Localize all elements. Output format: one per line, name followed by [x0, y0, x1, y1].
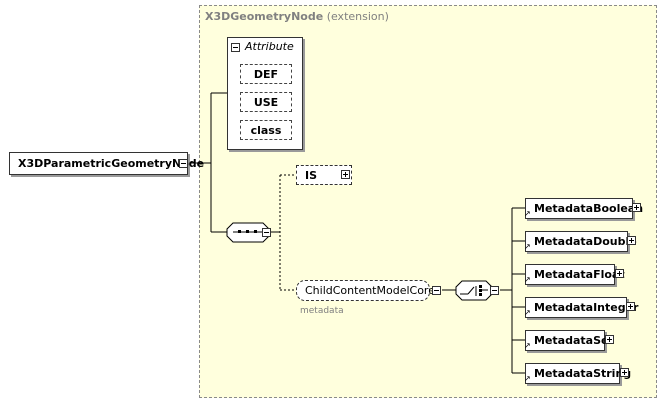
reference-arrow-icon: ↗	[524, 308, 531, 317]
root-collapse-toggle[interactable]	[179, 159, 188, 168]
root-element-node[interactable]: X3DParametricGeometryNode	[9, 152, 204, 175]
metadata-double-expand-toggle[interactable]	[627, 236, 636, 245]
attribute-use[interactable]: USE	[240, 92, 292, 112]
extension-title: X3DGeometryNode (extension)	[205, 10, 389, 23]
is-element-node[interactable]: IS	[296, 165, 352, 185]
choice-compositor-shape	[455, 280, 493, 301]
metadata-double-node[interactable]: MetadataDouble	[525, 231, 637, 252]
sequence-compositor-shape	[226, 222, 270, 243]
is-element-label: IS	[305, 168, 318, 182]
metadata-boolean-expand-toggle[interactable]	[632, 203, 641, 212]
extension-suffix: (extension)	[326, 10, 389, 23]
group-node[interactable]: ChildContentModelCore	[296, 280, 435, 301]
metadata-string-expand-toggle[interactable]	[620, 368, 629, 377]
reference-arrow-icon: ↗	[524, 242, 531, 251]
metadata-integer-label: MetadataInteger	[534, 301, 639, 314]
metadata-set-expand-toggle[interactable]	[605, 335, 614, 344]
reference-arrow-icon: ↗	[524, 374, 531, 383]
metadata-boolean-label: MetadataBoolean	[534, 202, 644, 215]
metadata-float-node[interactable]: MetadataFloat	[525, 264, 625, 285]
choice-collapse-toggle[interactable]	[490, 286, 499, 295]
metadata-string-label: MetadataString	[534, 367, 632, 380]
extension-base-name: X3DGeometryNode	[205, 10, 324, 23]
group-label: ChildContentModelCore	[305, 284, 435, 297]
reference-arrow-icon: ↗	[524, 275, 531, 284]
metadata-float-label: MetadataFloat	[534, 268, 625, 281]
attribute-def[interactable]: DEF	[240, 64, 292, 84]
attribute-class[interactable]: class	[240, 120, 292, 140]
reference-arrow-icon: ↗	[524, 209, 531, 218]
sequence-collapse-toggle[interactable]	[262, 228, 271, 237]
metadata-set-node[interactable]: MetadataSet	[525, 330, 614, 351]
metadata-integer-expand-toggle[interactable]	[626, 302, 635, 311]
group-collapse-toggle[interactable]	[432, 286, 441, 295]
metadata-integer-node[interactable]: MetadataInteger	[525, 297, 638, 318]
metadata-set-label: MetadataSet	[534, 334, 614, 347]
attribute-collapse-toggle[interactable]	[231, 43, 240, 52]
metadata-boolean-node[interactable]: MetadataBoolean	[525, 198, 643, 219]
is-expand-toggle[interactable]	[341, 170, 350, 179]
metadata-string-node[interactable]: MetadataString	[525, 363, 631, 384]
group-sublabel: metadata	[300, 306, 344, 316]
metadata-double-label: MetadataDouble	[534, 235, 637, 248]
metadata-float-expand-toggle[interactable]	[615, 269, 624, 278]
attribute-header: Attribute	[245, 40, 294, 53]
root-element-label: X3DParametricGeometryNode	[18, 157, 205, 170]
reference-arrow-icon: ↗	[524, 341, 531, 350]
